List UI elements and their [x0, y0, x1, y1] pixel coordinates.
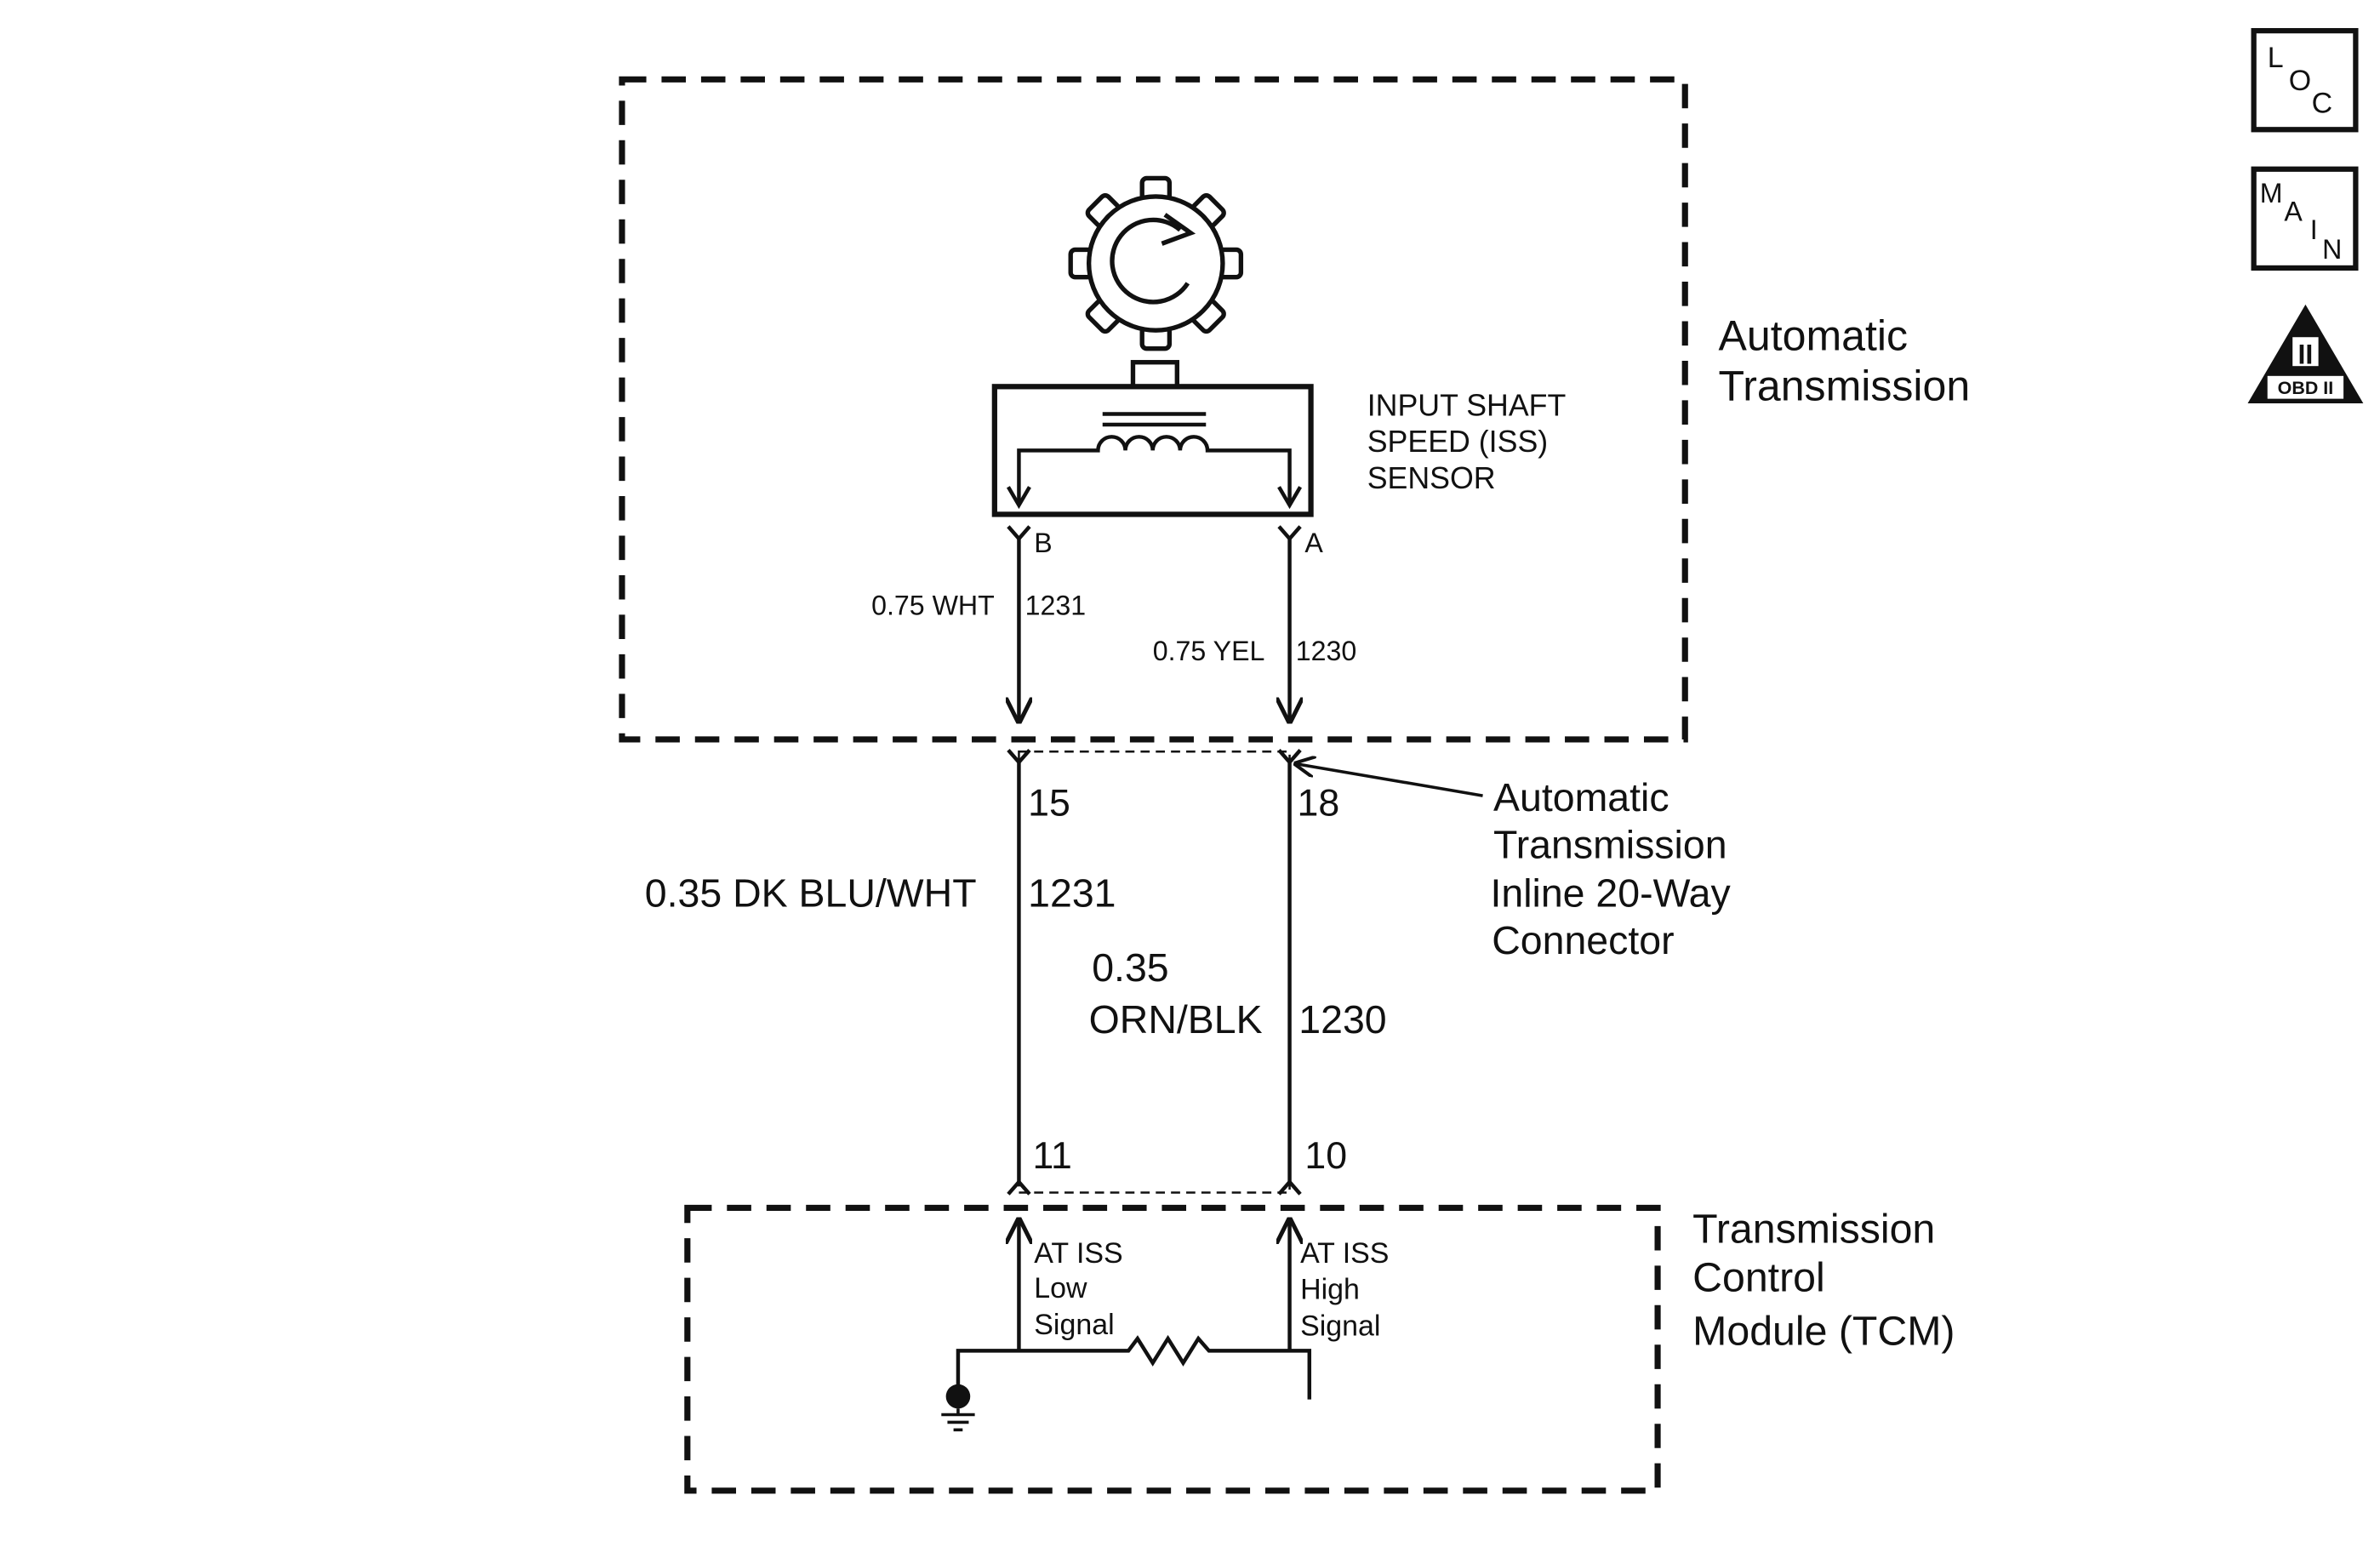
- tcm-boundary: [684, 1204, 1661, 1494]
- obd-ii-caption: OBD II: [2278, 378, 2334, 398]
- sensor-pin-a: [1277, 525, 1302, 542]
- tcm-label-line1: Transmission: [1692, 1207, 1935, 1253]
- connector-label-line3: Inline 20-Way: [1490, 871, 1731, 916]
- sensor-pin-a-label: A: [1304, 528, 1323, 558]
- tcm-high-label-line1: AT ISS: [1300, 1237, 1389, 1270]
- wire-1230-lower-spec-line2: ORN/BLK: [1089, 997, 1263, 1042]
- sensor-label-line3: SENSOR: [1367, 461, 1496, 495]
- transmission-label-line1: Automatic: [1719, 311, 1908, 359]
- connector-label-line2: Transmission: [1493, 822, 1726, 866]
- obd-ii-button[interactable]: II OBD II: [2247, 304, 2364, 403]
- wire-1230-circuit: 1230: [1296, 636, 1357, 666]
- main-letter-m: M: [2260, 178, 2283, 208]
- automatic-transmission-boundary: [619, 76, 1688, 743]
- wire-1230-spec: 0.75 YEL: [1153, 636, 1265, 666]
- connector-label-line1: Automatic: [1493, 775, 1669, 819]
- loc-letter-c: C: [2312, 88, 2333, 120]
- tcm-low-label-line1: AT ISS: [1034, 1237, 1122, 1270]
- tcm-label-line2: Control: [1692, 1255, 1825, 1301]
- tcm-high-label-line2: High: [1300, 1274, 1360, 1306]
- wire-1231-circuit: 1231: [1025, 590, 1087, 620]
- wire-1230-lower-spec-line1: 0.35: [1092, 945, 1168, 990]
- pin-15-label: 15: [1028, 782, 1070, 824]
- tcm-internal-circuit: [956, 1334, 1312, 1400]
- reluctor-wheel-icon: [1068, 175, 1244, 351]
- coil-icon: [1017, 435, 1292, 503]
- tcm-low-label-line3: Signal: [1034, 1309, 1114, 1341]
- loc-letter-o: O: [2289, 65, 2311, 97]
- transmission-label-line2: Transmission: [1719, 362, 1971, 409]
- pin-18-label: 18: [1297, 782, 1339, 824]
- sensor-label-line1: INPUT SHAFT: [1367, 388, 1567, 422]
- wire-1231-spec: 0.75 WHT: [871, 590, 995, 620]
- resistor-icon: [956, 1334, 1312, 1400]
- sensor-label-line2: SPEED (ISS): [1367, 425, 1548, 459]
- wire-1231-lower-spec: 0.35 DK BLU/WHT: [645, 871, 977, 916]
- ground-icon: [941, 1384, 975, 1432]
- connector-label-line4: Connector: [1492, 918, 1674, 962]
- main-button[interactable]: M A I N: [2251, 166, 2359, 271]
- loc-button[interactable]: L O C: [2251, 27, 2359, 133]
- sensor-pin-b-label: B: [1034, 528, 1052, 558]
- wire-1231-lower-circuit: 1231: [1028, 871, 1116, 916]
- tcm-high-label-line3: Signal: [1300, 1310, 1380, 1343]
- pin-10-label: 10: [1304, 1135, 1347, 1177]
- iss-sensor-symbol: [991, 360, 1314, 517]
- main-letter-i: I: [2310, 214, 2318, 245]
- pin-11-label: 11: [1033, 1135, 1072, 1177]
- tcm-label-line3: Module (TCM): [1692, 1308, 1955, 1354]
- main-letter-n: N: [2322, 234, 2342, 265]
- obd-ii-numeral: II: [2297, 340, 2313, 370]
- wire-1230-lower-circuit: 1230: [1298, 997, 1386, 1042]
- sensor-pin-b: [1007, 525, 1031, 542]
- tcm-low-label-line2: Low: [1034, 1272, 1087, 1304]
- loc-letter-l: L: [2268, 42, 2284, 74]
- main-letter-a: A: [2284, 197, 2303, 227]
- connector-callout-arrow: [1296, 764, 1483, 797]
